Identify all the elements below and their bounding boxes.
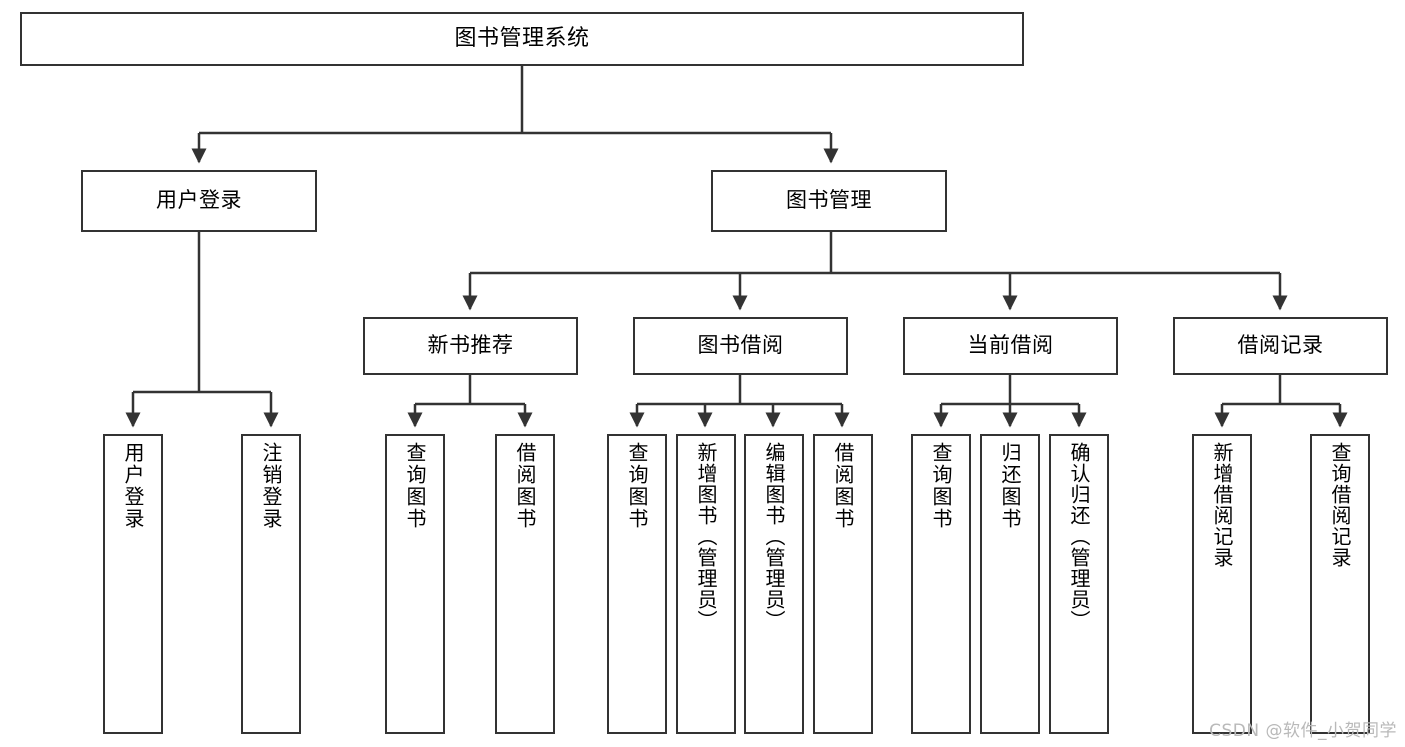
node-borrow-record[interactable]: 借阅记录 <box>1173 317 1388 375</box>
node-current-borrow-label: 当前借阅 <box>967 333 1054 358</box>
node-book-management[interactable]: 图书管理 <box>711 170 947 232</box>
leaf-return-book-label: 归还图书 <box>998 442 1022 530</box>
leaf-confirm-return-label: 确认归还（管理员） <box>1067 442 1091 631</box>
node-current-borrow[interactable]: 当前借阅 <box>903 317 1118 375</box>
leaf-borrow-book-1[interactable]: 借阅图书 <box>495 434 555 734</box>
leaf-query-book-2[interactable]: 查询图书 <box>607 434 667 734</box>
leaf-edit-book[interactable]: 编辑图书（管理员） <box>744 434 804 734</box>
leaf-edit-book-label: 编辑图书（管理员） <box>762 442 786 631</box>
leaf-borrow-book-2-label: 借阅图书 <box>831 442 855 530</box>
node-borrow-record-label: 借阅记录 <box>1237 333 1324 358</box>
node-user-login-label: 用户登录 <box>156 188 242 213</box>
node-book-borrow-label: 图书借阅 <box>697 333 784 358</box>
leaf-borrow-book-2[interactable]: 借阅图书 <box>813 434 873 734</box>
leaf-query-book-1[interactable]: 查询图书 <box>385 434 445 734</box>
leaf-add-record[interactable]: 新增借阅记录 <box>1192 434 1252 734</box>
node-new-book-recommend[interactable]: 新书推荐 <box>363 317 578 375</box>
leaf-borrow-book-1-label: 借阅图书 <box>513 442 537 530</box>
node-book-borrow[interactable]: 图书借阅 <box>633 317 848 375</box>
leaf-query-record[interactable]: 查询借阅记录 <box>1310 434 1370 734</box>
leaf-query-record-label: 查询借阅记录 <box>1328 442 1352 568</box>
leaf-logout-login-label: 注销登录 <box>259 442 283 530</box>
leaf-user-login-label: 用户登录 <box>121 442 145 530</box>
leaf-query-book-3-label: 查询图书 <box>929 442 953 530</box>
node-root[interactable]: 图书管理系统 <box>20 12 1024 66</box>
node-root-label: 图书管理系统 <box>454 25 590 51</box>
leaf-confirm-return[interactable]: 确认归还（管理员） <box>1049 434 1109 734</box>
leaf-user-login[interactable]: 用户登录 <box>103 434 163 734</box>
node-new-book-recommend-label: 新书推荐 <box>427 333 514 358</box>
node-book-management-label: 图书管理 <box>786 188 872 213</box>
leaf-return-book[interactable]: 归还图书 <box>980 434 1040 734</box>
leaf-add-book[interactable]: 新增图书（管理员） <box>676 434 736 734</box>
leaf-add-book-label: 新增图书（管理员） <box>694 442 718 631</box>
leaf-query-book-3[interactable]: 查询图书 <box>911 434 971 734</box>
leaf-logout-login[interactable]: 注销登录 <box>241 434 301 734</box>
watermark-text: CSDN @软件_小贺同学 <box>1209 721 1397 741</box>
leaf-query-book-1-label: 查询图书 <box>403 442 427 530</box>
leaf-add-record-label: 新增借阅记录 <box>1210 442 1234 568</box>
leaf-query-book-2-label: 查询图书 <box>625 442 649 530</box>
node-user-login[interactable]: 用户登录 <box>81 170 317 232</box>
